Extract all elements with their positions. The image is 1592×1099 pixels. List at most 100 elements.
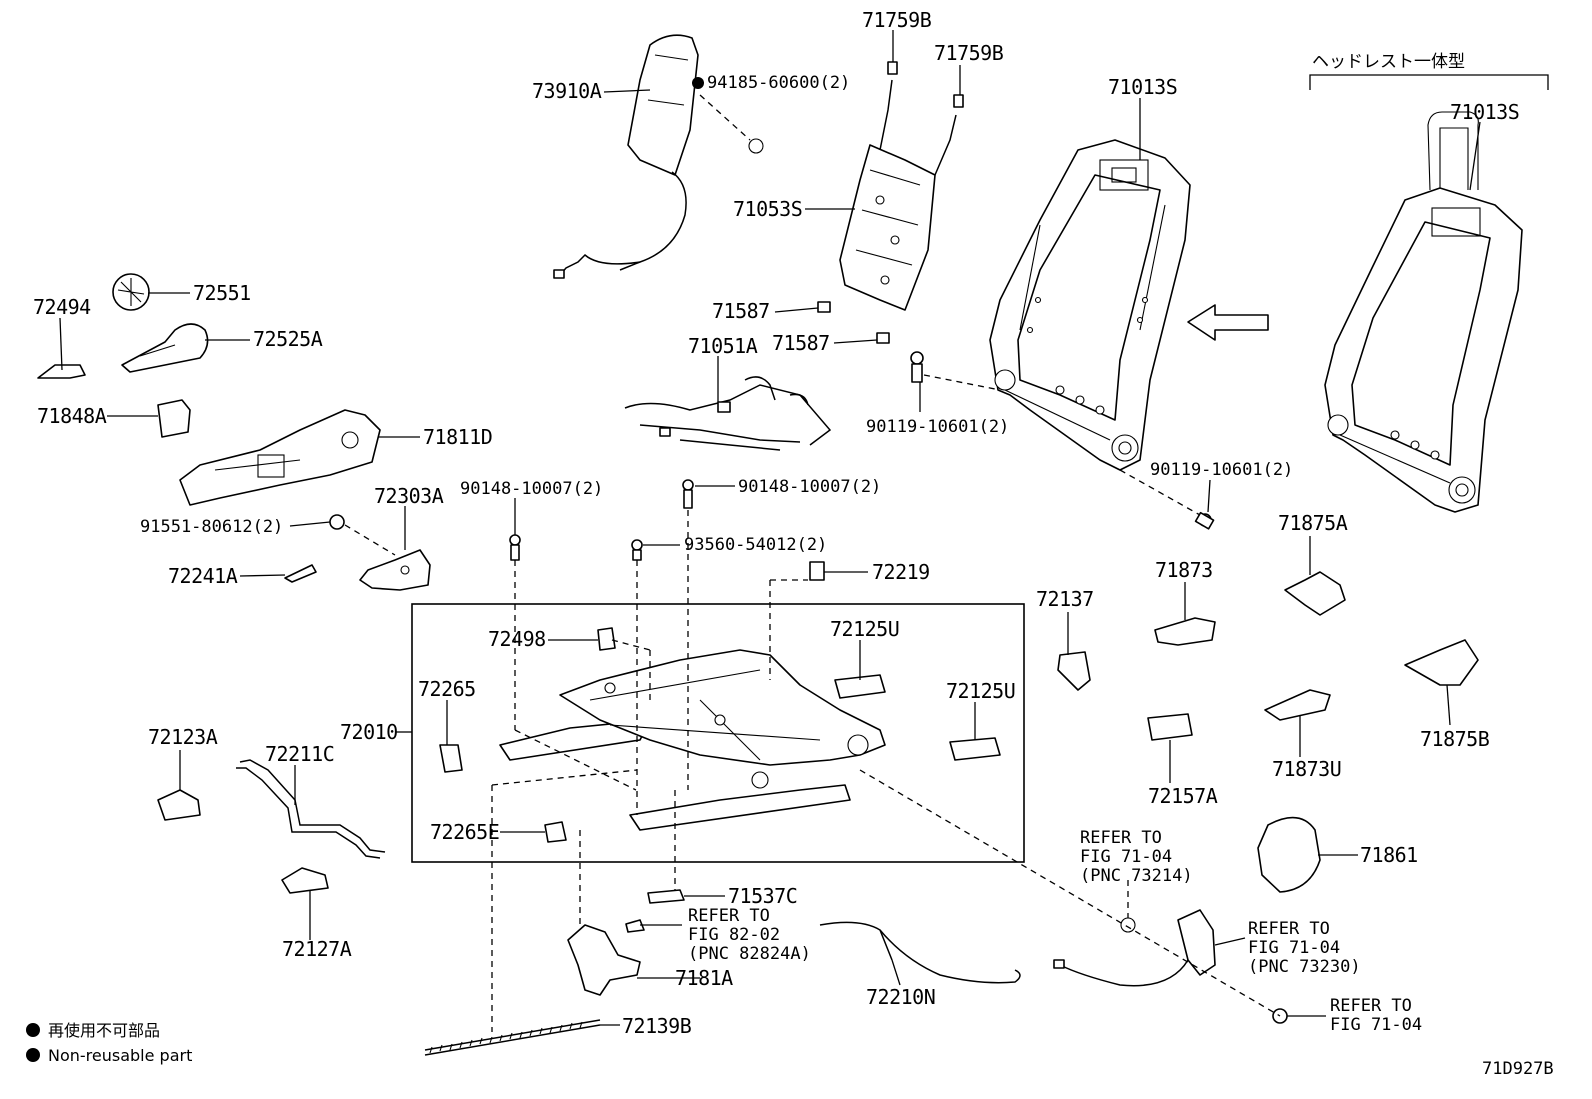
part-72127A (281, 867, 329, 894)
label-71875B: 71875B (1420, 727, 1490, 751)
label-72125U-1: 72125U (830, 617, 899, 641)
label-72219: 72219 (872, 560, 930, 584)
refer-note-71-04: REFER TO FIG 71-04 (1330, 996, 1422, 1035)
clip-72241A (284, 564, 317, 583)
label-71587-2: 71587 (772, 331, 830, 355)
cover-71848A (157, 399, 191, 438)
part-71875B (1404, 639, 1479, 686)
bolt-90148-left (509, 534, 521, 561)
label-73910A: 73910A (532, 79, 602, 103)
label-72498: 72498 (488, 627, 546, 651)
svg-text:(PNC 73214): (PNC 73214) (1080, 866, 1193, 886)
side-airbag-73910A (553, 34, 699, 279)
part-72265E (544, 821, 567, 843)
label-71811D: 71811D (423, 425, 492, 449)
label-72010: 72010 (340, 720, 398, 744)
label-72137: 72137 (1036, 587, 1094, 611)
part-72125U-right (949, 737, 1001, 761)
part-71873U (1264, 689, 1331, 721)
legend-jp: 再使用不可部品 (48, 1021, 160, 1040)
clip-icon (625, 919, 645, 933)
washer-icon (1120, 917, 1136, 933)
clip-icon (876, 332, 890, 344)
wire-harness-71051A (624, 376, 832, 451)
legend: 再使用不可部品 Non-reusable part (26, 1021, 192, 1065)
bolt-90119-upper (910, 351, 924, 383)
spring-72139B (424, 1019, 601, 1056)
label-72210N: 72210N (866, 985, 935, 1009)
svg-text:FIG 71-04: FIG 71-04 (1248, 938, 1340, 958)
label-90119-2: 90119-10601(2) (1150, 460, 1293, 480)
headrest-integrated-frame-71013S (1324, 111, 1523, 513)
bolt-93560 (631, 539, 643, 561)
part-72137 (1057, 651, 1091, 691)
non-reusable-marker-icon (692, 77, 704, 89)
direction-arrow-icon (1187, 304, 1269, 341)
label-71873U: 71873U (1272, 757, 1341, 781)
label-72265: 72265 (418, 677, 476, 701)
legend-bullet-icon (26, 1048, 40, 1062)
part-72157A (1147, 713, 1193, 741)
svg-text:FIG 71-04: FIG 71-04 (1080, 847, 1172, 867)
svg-text:(PNC 73230): (PNC 73230) (1248, 957, 1361, 977)
label-72525A: 72525A (253, 327, 323, 351)
label-71759B-2: 71759B (934, 41, 1004, 65)
label-93560: 93560-54012(2) (684, 535, 827, 555)
part-71873 (1154, 617, 1216, 646)
leader-lines (59, 30, 1481, 1026)
label-71537C: 71537C (728, 884, 797, 908)
label-72123A: 72123A (148, 725, 218, 749)
label-71848A: 71848A (37, 404, 107, 428)
part-72123A (157, 789, 201, 821)
label-71873: 71873 (1155, 558, 1213, 582)
part-72498 (597, 627, 616, 651)
label-71013S-2: 71013S (1450, 100, 1519, 124)
label-72139B: 72139B (622, 1014, 692, 1038)
refer-note-82-02: REFER TO FIG 82-02 (PNC 82824A) (688, 906, 811, 964)
knob-72551 (112, 273, 150, 311)
label-72241A: 72241A (168, 564, 238, 588)
clip-icon (817, 301, 831, 313)
svg-text:FIG 71-04: FIG 71-04 (1330, 1015, 1422, 1035)
part-7181A (567, 924, 641, 996)
part-72219 (809, 561, 825, 581)
label-72125U-2: 72125U (946, 679, 1015, 703)
dashed-guide-lines (344, 94, 1281, 1032)
svg-text:REFER TO: REFER TO (688, 906, 770, 926)
label-94185: 94185-60600(2) (707, 73, 850, 93)
label-72127A: 72127A (282, 937, 352, 961)
label-90119-1: 90119-10601(2) (866, 417, 1009, 437)
svg-text:FIG 82-02: FIG 82-02 (688, 925, 780, 945)
bolt-icon (329, 514, 345, 530)
seat-adjuster-group-box (411, 603, 1025, 863)
seat-adjuster-72010 (499, 649, 886, 831)
part-71861 (1257, 816, 1321, 893)
label-71861: 71861 (1360, 843, 1418, 867)
label-72303A: 72303A (374, 484, 444, 508)
label-90148-2: 90148-10007(2) (738, 477, 881, 497)
svg-text:REFER TO: REFER TO (1080, 828, 1162, 848)
label-71759B-1: 71759B (862, 8, 932, 32)
svg-text:(PNC 82824A): (PNC 82824A) (688, 944, 811, 964)
lever-72525A (121, 323, 209, 373)
label-72157A: 72157A (1148, 784, 1218, 808)
seatbelt-buckle (1053, 909, 1216, 987)
lumbar-bracket-71053S (839, 61, 964, 311)
refer-note-71-04-73230: REFER TO FIG 71-04 (PNC 73230) (1248, 919, 1361, 977)
label-71875A: 71875A (1278, 511, 1348, 535)
label-71051A: 71051A (688, 334, 758, 358)
rod-72211C (236, 759, 386, 859)
part-labels: 73910A 94185-60600(2) 71759B 71759B 7105… (33, 8, 1520, 1038)
refer-note-71-04-73214: REFER TO FIG 71-04 (PNC 73214) (1080, 828, 1193, 886)
bolt-90119-lower (1194, 511, 1215, 530)
label-72265E: 72265E (430, 820, 499, 844)
seatback-frame-71013S (989, 139, 1191, 471)
label-72494: 72494 (33, 295, 91, 319)
label-90148-1: 90148-10007(2) (460, 479, 603, 499)
label-71587-1: 71587 (712, 299, 770, 323)
part-72125U-left (834, 674, 886, 699)
part-72265 (439, 744, 463, 773)
nut-icon (748, 138, 764, 154)
diagram-code: 71D927B (1482, 1059, 1554, 1079)
